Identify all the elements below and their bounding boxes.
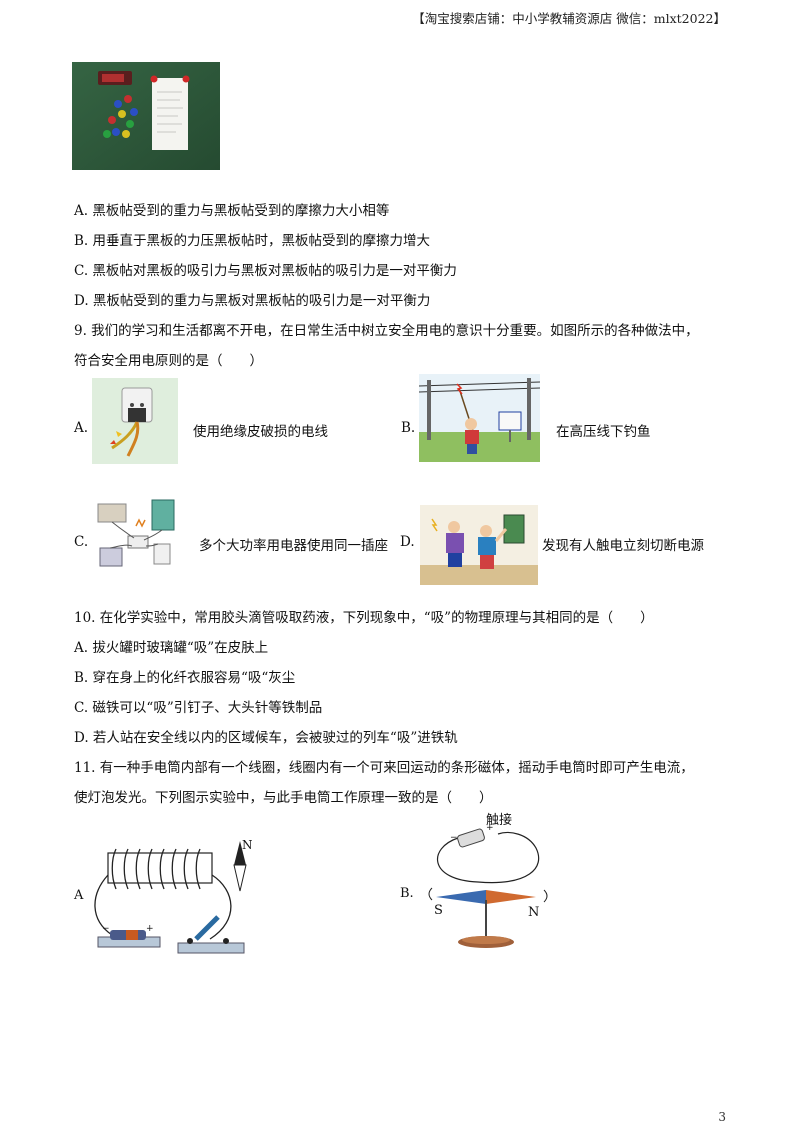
q9-option-c-text: 多个大功率用电器使用同一插座 — [199, 538, 388, 554]
needle-n-label: N — [528, 905, 539, 920]
q9-option-b-text: 在高压线下钓鱼 — [556, 424, 651, 440]
q10-stem: 10. 在化学实验中，常用胶头滴管吸取药液，下列现象中，“吸”的物理原理与其相同… — [74, 610, 654, 626]
q9-stem-line1: 9. 我们的学习和生活都离不开电，在日常生活中树立安全用电的意识十分重要。如图所… — [74, 323, 699, 339]
battery-b-minus: − — [450, 833, 458, 843]
q8-option-d: D. 黑板帖受到的重力与黑板对黑板帖的吸引力是一对平衡力 — [74, 293, 431, 309]
q9-option-a-text: 使用绝缘皮破损的电线 — [193, 424, 328, 440]
needle-s-label: S — [434, 903, 443, 918]
q9-option-c-letter: C. — [74, 534, 89, 550]
touch-label: 触接 — [486, 812, 512, 828]
q9-option-d-letter: D. — [400, 534, 415, 550]
q8-option-a: A. 黑板帖受到的重力与黑板帖受到的摩擦力大小相等 — [74, 203, 390, 219]
battery-minus: − — [102, 924, 110, 934]
q11-stem-line2: 使灯泡发光。下列图示实验中，与此手电筒工作原理一致的是（ ） — [74, 790, 493, 806]
battery-plus: + — [146, 924, 154, 934]
q11-option-b-letter: B. — [400, 886, 414, 901]
blackboard-photo — [72, 62, 220, 170]
q9-option-d-picture — [420, 505, 538, 585]
battery-b-plus: + — [486, 823, 494, 833]
q9-stem-line2: 符合安全用电原则的是（ ） — [74, 353, 263, 369]
q9-option-d-text: 发现有人触电立刻切断电源 — [542, 538, 704, 554]
page-number: 3 — [718, 1110, 726, 1124]
q9-option-c-picture — [92, 496, 182, 578]
q10-option-c: C. 磁铁可以“吸”引钉子、大头针等铁制品 — [74, 700, 323, 716]
page-header: 【淘宝搜索店铺：中小学教辅资源店 微信：mlxt2022】 — [412, 11, 726, 26]
q11-stem-line1: 11. 有一种手电筒内部有一个线圈，线圈内有一个可来回运动的条形磁体，摇动手电筒… — [74, 760, 694, 776]
q9-option-b-picture — [418, 374, 541, 462]
q9-option-b-letter: B. — [401, 420, 416, 436]
compass-n-label: N — [242, 838, 253, 852]
q9-option-a-picture — [92, 378, 178, 464]
q10-option-d: D. 若人站在安全线以内的区域候车，会被驶过的列车“吸”进铁轨 — [74, 730, 458, 746]
q8-option-c: C. 黑板帖对黑板的吸引力与黑板对黑板帖的吸引力是一对平衡力 — [74, 263, 457, 279]
q8-option-b: B. 用垂直于黑板的力压黑板帖时，黑板帖受到的摩擦力增大 — [74, 233, 431, 249]
q9-option-a-letter: A. — [74, 420, 89, 436]
q10-option-a: A. 拔火罐时玻璃罐“吸”在皮肤上 — [74, 640, 269, 656]
q10-option-b: B. 穿在身上的化纤衣服容易“吸“灰尘 — [74, 670, 296, 686]
q11-option-a-diagram: N − + — [90, 835, 260, 960]
q11-option-a-letter: A — [74, 888, 84, 903]
q11-option-b-diagram: 触接 − + S N — [418, 808, 568, 958]
